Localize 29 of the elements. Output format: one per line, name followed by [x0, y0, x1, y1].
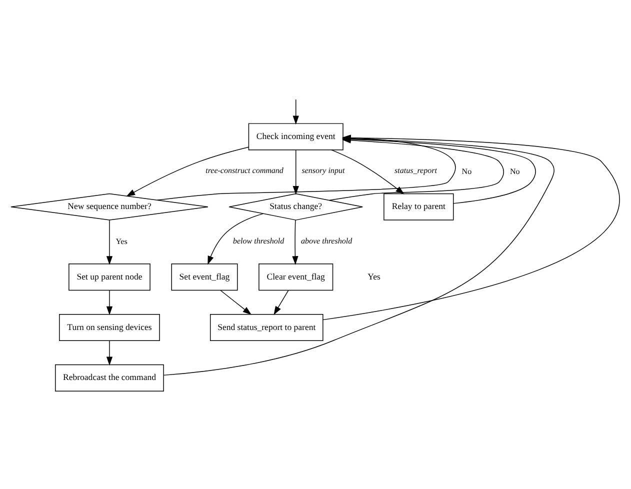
node-diamond: Status change? — [228, 192, 363, 220]
node-box: Check incoming event — [248, 122, 344, 150]
edge-label: status_report — [394, 166, 438, 175]
node-box: Rebroadcast the command — [55, 364, 164, 391]
arrow — [292, 98, 299, 124]
arrow — [106, 340, 113, 366]
node-box: Set event_flag — [171, 263, 238, 290]
edge-label: sensory input — [302, 166, 345, 175]
edge-label: below threshold — [233, 236, 284, 245]
edge-label: No — [462, 166, 472, 176]
arrow — [292, 149, 299, 194]
node-box: Relay to parent — [384, 192, 454, 220]
node-box: Turn on sensing devices — [59, 313, 160, 340]
arrow — [106, 290, 113, 315]
arrow — [274, 290, 289, 314]
edge-label: tree-construct command — [206, 166, 284, 175]
node-box: Clear event_flag — [258, 263, 334, 290]
node-box: Send status_report to parent — [210, 313, 324, 340]
arrow — [208, 212, 264, 264]
edge-label: above threshold — [300, 236, 352, 245]
arrow — [220, 290, 252, 314]
arrow — [292, 219, 298, 264]
label: Yes — [368, 270, 380, 281]
node-diamond: New sequence number? — [10, 192, 208, 220]
edge-label: Yes — [116, 236, 128, 246]
arrow — [126, 146, 249, 196]
edge-label: No — [510, 166, 520, 176]
arrow — [106, 219, 113, 264]
node-box: Set up parent node — [68, 263, 150, 290]
